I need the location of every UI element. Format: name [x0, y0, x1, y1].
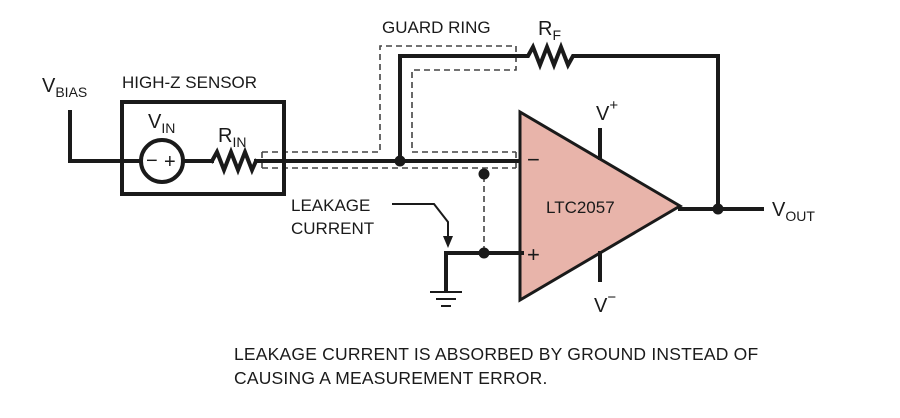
junction-dot-guard — [478, 168, 490, 180]
opamp-plus-input-sign: + — [527, 242, 540, 267]
leakage-label-line1: LEAKAGE — [291, 196, 370, 215]
vin-source-plus-sign: + — [164, 151, 176, 173]
vbias-wire — [68, 110, 142, 163]
feedback-left-wire — [398, 54, 522, 163]
rin-label: RIN — [218, 125, 246, 150]
noninverting-ground-wire — [444, 251, 524, 292]
feedback-right-wire — [578, 54, 720, 211]
leakage-label-line2: CURRENT — [291, 219, 374, 238]
leakage-current-arrow — [392, 203, 449, 244]
leakage-arrowhead-icon — [443, 236, 453, 248]
diagram-caption: LEAKAGE CURRENT IS ABSORBED BY GROUND IN… — [234, 342, 874, 390]
vplus-label: V+ — [596, 97, 618, 125]
rin-resistor-icon — [209, 146, 259, 176]
high-z-sensor-label: HIGH-Z SENSOR — [122, 73, 257, 92]
opamp-minus-input-sign: − — [527, 147, 540, 172]
vminus-label: V− — [594, 289, 616, 317]
caption-line-2: CAUSING A MEASUREMENT ERROR. — [234, 368, 548, 388]
rf-label: RF — [538, 18, 561, 43]
vout-label: VOUT — [772, 199, 815, 224]
ground-icon — [430, 291, 462, 307]
vin-label: VIN — [148, 111, 175, 136]
vin-source-minus-sign: − — [146, 150, 158, 172]
guard-ring-label: GUARD RING — [382, 18, 491, 37]
rf-resistor-icon — [518, 41, 582, 71]
junction-dot-output — [712, 203, 724, 215]
high-z-sensor-box — [120, 100, 286, 196]
vbias-label: VBIAS — [42, 75, 87, 100]
caption-line-1: LEAKAGE CURRENT IS ABSORBED BY GROUND IN… — [234, 344, 759, 364]
opamp-name-label: LTC2057 — [546, 198, 615, 217]
junction-dot-feedback — [394, 155, 406, 167]
junction-dot-ground — [478, 247, 490, 259]
